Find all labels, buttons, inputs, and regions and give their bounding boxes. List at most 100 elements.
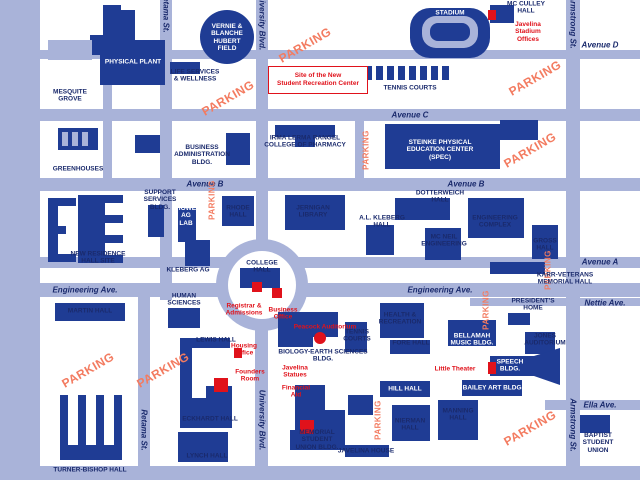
tennis-court-2 (376, 66, 383, 80)
building-union-annex (348, 395, 373, 415)
label-hubert-field[interactable]: VERNIE & BLANCHE HUBERT FIELD (211, 23, 243, 53)
label-eckhardt-hall[interactable]: ECKHARDT HALL (182, 415, 238, 423)
label-physical-plant[interactable]: PHYSICAL PLANT (104, 58, 162, 66)
building-bailey-art (462, 380, 522, 396)
label-lewis-hall[interactable]: LEWIS HALL (196, 336, 236, 344)
tennis-court-5 (409, 66, 416, 80)
label-hill-hall[interactable]: HILL HALL (388, 385, 422, 393)
street-label-retama-top: Retama St. (161, 0, 171, 33)
label-manning-hall[interactable]: MANNING HALL (442, 407, 474, 422)
label-pharmacy[interactable]: IRMA LERMA RANGEL COLLEGE OF PHARMACY (264, 134, 346, 149)
street-bottom (0, 466, 640, 480)
highlight-financial-aid (300, 420, 314, 434)
area-mesquite-grove (48, 40, 92, 60)
tennis-court-6 (420, 66, 427, 80)
building-howe-ag-lab (178, 208, 196, 242)
label-lynch-hall[interactable]: LYNCH HALL (186, 452, 228, 460)
highlight-little-theater (488, 362, 496, 374)
greenhouse-gap-1 (62, 132, 68, 146)
label-business-admin[interactable]: BUSINESS ADMINISTRATION BLDG. (174, 143, 230, 166)
street-label-engineering-left: Engineering Ave. (52, 285, 118, 295)
label-peacock-auditorium[interactable]: Peacock Auditorium (293, 323, 357, 331)
label-support-services[interactable]: SUPPORT SERVICES BLDG. (143, 188, 177, 211)
label-housing-office[interactable]: Housing Office (231, 342, 257, 357)
label-college-hall[interactable]: COLLEGE HALL (246, 259, 278, 274)
highlight-founders-room (214, 378, 228, 392)
label-registrar[interactable]: Registrar & Admissions (225, 302, 263, 317)
label-engineering-complex[interactable]: ENGINEERING COMPLEX (472, 214, 518, 229)
label-bailey-art[interactable]: BAILEY ART BLDG. (462, 384, 524, 392)
building-baptist-union (580, 415, 610, 433)
label-business-office[interactable]: Business Office (268, 306, 298, 321)
building-residence-right (78, 195, 123, 263)
label-presidents-home[interactable]: PRESIDENT'S HOME (511, 297, 555, 312)
building-human-sciences (168, 308, 200, 328)
label-howe-ag-lab[interactable]: HOWE AG LAB (175, 204, 197, 227)
label-nierman-hall[interactable]: NIERMAN HALL (394, 417, 426, 432)
label-gross-hall[interactable]: GROSS HALL (533, 237, 557, 252)
label-little-theater[interactable]: Little Theater (434, 365, 476, 373)
label-martin-hall[interactable]: MARTIN HALL (67, 307, 113, 315)
label-founders-room[interactable]: Founders Room (235, 368, 265, 383)
label-turner-bishop[interactable]: TURNER-BISHOP HALL (53, 466, 127, 474)
parking-label: PARKING (207, 180, 217, 220)
label-rhode-hall[interactable]: RHODE HALL (226, 204, 250, 219)
tennis-court-1 (365, 66, 372, 80)
label-steinke[interactable]: STEINKE PHYSICAL EDUCATION CENTER (SPEC) (406, 138, 474, 161)
label-javelina-stadium[interactable]: JAVELINA STADIUM (434, 2, 466, 17)
tennis-courts-mid (345, 322, 367, 352)
building-jernigan-library (285, 195, 345, 230)
label-financial-aid[interactable]: Financial Aid (281, 384, 311, 399)
building-hill-hall (380, 381, 430, 397)
highlight-peacock (314, 332, 326, 344)
label-biology-earth[interactable]: BIOLOGY-EARTH SCIENCES BLDG. (278, 348, 368, 363)
street-connector-1 (355, 120, 364, 180)
street-label-avenue-b-right: Avenue B (447, 179, 485, 189)
label-new-residence[interactable]: NEW RESIDENCE HALL SITE (70, 250, 126, 265)
label-tennis-courts-mid[interactable]: TENNIS COURTS (343, 328, 371, 343)
building-steinke-annex (500, 120, 538, 140)
label-greenhouses[interactable]: GREENHOUSES (52, 165, 104, 173)
label-al-kleberg[interactable]: A.L. KLEBERG HALL (359, 214, 405, 229)
label-mcneil[interactable]: MC NEIL ENGINEERING (421, 233, 467, 248)
label-memorial-union[interactable]: MEMORIAL STUDENT UNION BLDG. (295, 428, 339, 451)
highlight-registrar (252, 282, 262, 292)
label-jones-auditorium[interactable]: JONES AUDITORIUM (524, 332, 566, 347)
new-recreation-center-site[interactable]: Site of the New Student Recreation Cente… (268, 66, 368, 94)
label-fore-hall[interactable]: FORE HALL (392, 339, 430, 347)
street-label-nettie: Nettie Ave. (584, 298, 626, 308)
label-javelina-statues[interactable]: Javelina Statues (282, 364, 308, 379)
label-jernigan-library[interactable]: JERNIGAN LIBRARY (296, 204, 330, 219)
label-javelina-house[interactable]: JAVELINA HOUSE (337, 447, 395, 455)
street-nettie-ave (470, 298, 640, 306)
building-health-recreation (380, 303, 424, 338)
label-tennis-courts-top[interactable]: TENNIS COURTS (383, 84, 437, 92)
label-life-services[interactable]: LIFE SERVICES & WELLNESS (170, 68, 220, 83)
label-ag-mech[interactable]: AG MECH (137, 155, 157, 170)
label-kleberg-ag[interactable]: KLEBERG AG (166, 266, 210, 274)
street-label-avenue-d: Avenue D (581, 40, 619, 50)
building-speech-hall (534, 348, 560, 385)
label-human-sciences[interactable]: HUMAN SCIENCES (167, 292, 201, 307)
label-baptist-union[interactable]: BAPTIST STUDENT UNION (582, 431, 614, 454)
street-armstrong (566, 0, 580, 480)
building-javelina-house (345, 445, 389, 457)
label-speech-bldg[interactable]: SPEECH BLDG. (496, 358, 524, 373)
label-stadium-offices[interactable]: Javelina Stadium Offices (515, 20, 541, 43)
label-mesquite-grove: MESQUITE GROVE (53, 88, 87, 103)
label-karr-veterans[interactable]: KARR-VETERANS MEMORIAL HALL (536, 271, 594, 286)
label-mcculley-hall[interactable]: MC CULLEY HALL (507, 0, 545, 15)
building-lynch-hall (178, 432, 228, 462)
label-dotterweich[interactable]: DOTTERWEICH HALL (415, 189, 465, 204)
label-health-recreation[interactable]: HEALTH & RECREATION (378, 311, 422, 326)
greenhouse-gap-2 (72, 132, 78, 146)
highlights (214, 10, 496, 434)
building-biology-earth (278, 312, 338, 347)
street-connector-2 (103, 60, 112, 180)
buildings (48, 5, 610, 462)
building-lewis-hall (180, 338, 232, 428)
label-bellamah[interactable]: BELLAMAH MUSIC BLDG. (450, 332, 494, 347)
